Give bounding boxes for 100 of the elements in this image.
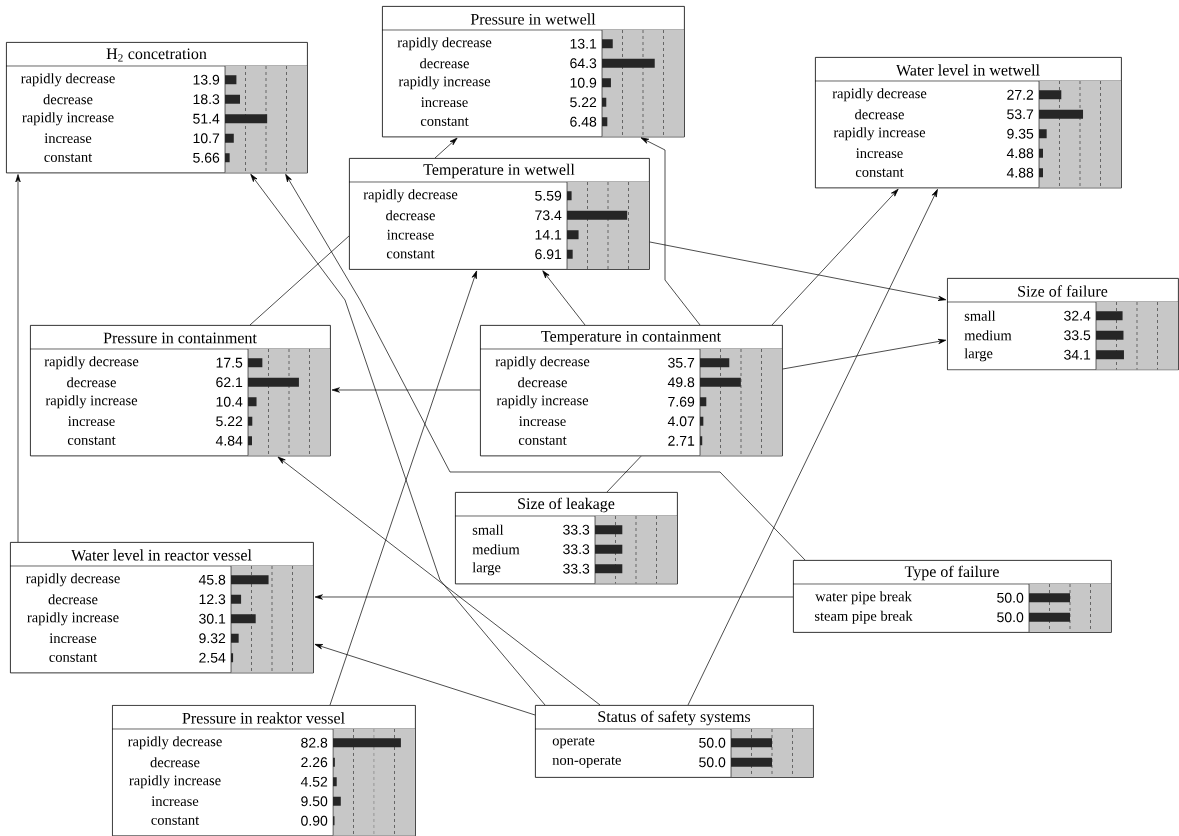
probability-value: 9.35 [1007, 128, 1034, 139]
state-label: non-operate [552, 756, 621, 768]
probability-value: 2.26 [301, 757, 328, 768]
state-label: increase [856, 148, 903, 159]
state-label: rapidly increase [27, 612, 119, 626]
probability-value: 82.8 [301, 737, 328, 748]
arrow [649, 241, 947, 301]
probability-value: 62.1 [216, 377, 243, 388]
probability-value: 6.91 [535, 249, 562, 260]
probability-value: 30.1 [199, 613, 226, 624]
probability-value: 14.1 [535, 229, 562, 240]
probability-value: 12.3 [199, 594, 226, 605]
probability-value: 35.7 [668, 357, 695, 368]
probability-value: 17.5 [216, 357, 243, 368]
arrow [782, 338, 947, 370]
state-label: medium [472, 544, 520, 555]
state-label: decrease [48, 594, 98, 605]
probability-value: 50.0 [997, 612, 1024, 623]
state-label: rapidly decrease [44, 356, 139, 370]
box-title: Pressure in wetwell [470, 13, 596, 25]
arrow [314, 644, 536, 716]
state-label: large [472, 562, 501, 576]
box-title: Temperature in containment [541, 331, 721, 345]
arrow [250, 173, 546, 706]
probability-value: 50.0 [699, 737, 726, 748]
state-label: constant [151, 816, 200, 825]
state-label: increase [387, 229, 434, 240]
probability-value: 5.66 [193, 152, 220, 163]
probability-value: 32.4 [1064, 310, 1091, 321]
box-title: Pressure in reaktor vessel [182, 712, 345, 724]
probability-value: 2.71 [668, 435, 695, 446]
state-label: rapidly increase [22, 112, 114, 126]
state-label: increase [49, 633, 97, 644]
state-label: water pipe break [815, 591, 912, 605]
state-label: rapidly increase [398, 76, 491, 90]
probability-value: 9.32 [199, 633, 226, 644]
state-label: rapidly decrease [128, 736, 222, 750]
state-label: steam pipe break [815, 610, 913, 624]
probability-value: 4.07 [667, 416, 695, 427]
state-label: medium [964, 330, 1012, 341]
arrow [15, 174, 21, 543]
state-label: rapidly decrease [832, 88, 927, 102]
state-label: decrease [518, 377, 567, 388]
probability-value: 10.9 [570, 77, 597, 88]
arrow [771, 188, 899, 326]
probability-value: 5.22 [570, 97, 597, 108]
probability-value: 50.0 [699, 757, 726, 768]
box-title: Size of failure [1018, 285, 1108, 297]
state-label: rapidly decrease [397, 37, 492, 51]
state-label: constant [44, 153, 93, 162]
box-title: Type of failure [904, 565, 999, 581]
box-title: Temperature in wetwell [423, 163, 575, 179]
box-title: Water level in reactor vessel [71, 549, 252, 561]
state-label: rapidly decrease [495, 356, 590, 370]
probability-value: 4.84 [215, 435, 243, 446]
state-label: constant [518, 436, 567, 445]
arrow [640, 137, 701, 326]
state-label: large [964, 348, 993, 362]
arrow [542, 270, 586, 326]
state-label: rapidly decrease [21, 73, 115, 87]
state-label: decrease [150, 757, 200, 768]
probability-value: 34.1 [1064, 349, 1091, 360]
state-label: operate [552, 737, 595, 749]
probability-value: 50.0 [997, 592, 1024, 603]
probability-value: 27.2 [1007, 89, 1034, 100]
probability-value: 13.9 [193, 74, 220, 85]
probability-value: 6.48 [570, 116, 597, 127]
probability-value: 4.52 [300, 776, 328, 787]
arrow [331, 387, 481, 393]
probability-value: 0.90 [301, 815, 328, 826]
probability-value: 10.4 [216, 396, 243, 407]
state-label: rapidly increase [129, 775, 221, 789]
state-label: rapidly decrease [26, 573, 120, 587]
box-title: Pressure in containment [103, 332, 257, 344]
state-label: decrease [855, 109, 904, 120]
state-label: increase [68, 416, 115, 427]
probability-value: 33.3 [563, 544, 590, 555]
arrow [285, 174, 806, 561]
probability-value: 4.88 [1006, 148, 1034, 159]
state-label: constant [49, 653, 98, 662]
box-title: H$_{2}$ concetration [106, 48, 207, 62]
connector-line [249, 235, 350, 326]
probability-value: 33.5 [1064, 330, 1091, 341]
state-label: rapidly increase [833, 127, 926, 141]
probability-value: 73.4 [535, 210, 562, 221]
state-label: decrease [43, 94, 93, 105]
state-label: constant [420, 117, 469, 126]
state-label: small [472, 524, 504, 535]
arrow [329, 270, 477, 706]
box-title: Size of leakage [518, 497, 615, 513]
state-label: rapidly increase [496, 395, 589, 409]
arrow [314, 594, 794, 600]
probability-value: 2.54 [199, 652, 226, 663]
state-label: rapidly decrease [363, 189, 458, 203]
probability-value: 13.1 [570, 38, 597, 49]
state-label: decrease [67, 377, 116, 388]
probability-value: 53.7 [1007, 109, 1034, 120]
state-label: constant [855, 168, 904, 177]
probability-value: 7.69 [668, 396, 695, 407]
probability-value: 5.22 [216, 416, 243, 427]
